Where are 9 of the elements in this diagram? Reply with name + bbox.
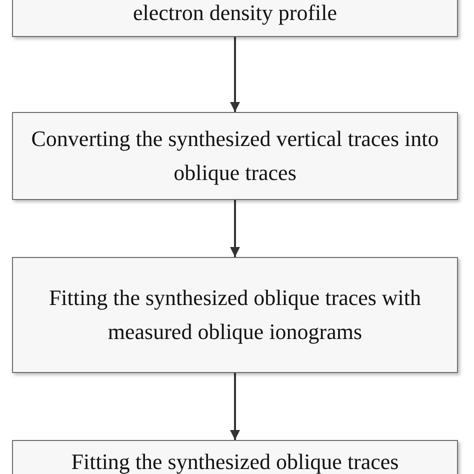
step-text: Fitting the synthesized oblique traces with measured oblique ionograms — [48, 284, 422, 346]
step-text: electron density profile — [132, 0, 338, 27]
step-text: Fitting the synthesized oblique traces — [71, 448, 399, 474]
arrow — [230, 373, 240, 440]
process-box — [12, 257, 458, 373]
step-text: Converting the synthesized vertical traces into oblique traces — [30, 125, 440, 187]
process-box — [12, 112, 458, 200]
arrow — [230, 200, 240, 257]
arrow — [230, 37, 240, 112]
